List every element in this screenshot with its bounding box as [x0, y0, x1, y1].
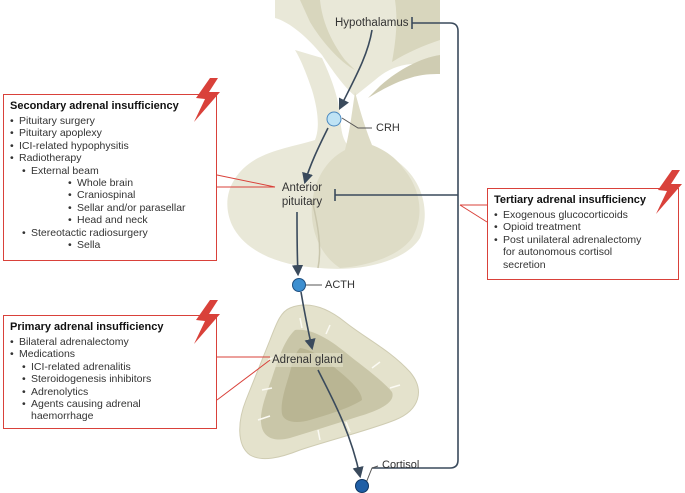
box-connectors: [216, 174, 488, 401]
tertiary-list: Exogenous glucocorticoidsOpioid treatmen…: [494, 209, 672, 271]
list-item: Adrenolytics: [22, 386, 210, 399]
secondary-lightning-icon: [194, 78, 220, 122]
hypothalamus-tissue: [275, 0, 440, 98]
list-item: Craniospinal: [68, 189, 210, 202]
list-item: Head and neck: [68, 214, 210, 227]
list-item: for autonomous cortisol: [503, 246, 613, 259]
list-item: Bilateral adrenalectomy: [10, 336, 210, 349]
primary-list: Bilateral adrenalectomyMedicationsICI-re…: [10, 336, 210, 423]
list-item: Whole brain: [68, 177, 210, 190]
tertiary-lightning-icon: [656, 170, 682, 214]
acth-dot: [292, 278, 306, 292]
feedback-loop: [334, 17, 459, 469]
list-item: ICI-related hypophysitis: [10, 140, 210, 153]
list-item: secretion: [503, 258, 546, 271]
list-item: Agents causing adrenal: [22, 398, 210, 411]
list-item: Sella: [68, 239, 210, 252]
list-item: ICI-related adrenalitis: [22, 361, 210, 374]
adrenal-gland-tissue: [239, 304, 419, 460]
list-item: External beam: [22, 165, 210, 178]
secondary-list: Pituitary surgeryPituitary apoplexyICI-r…: [10, 115, 210, 252]
acth-label: ACTH: [325, 279, 355, 291]
cortisol-dot: [355, 479, 369, 493]
tertiary-insufficiency-box: Tertiary adrenal insufficiency Exogenous…: [487, 188, 679, 280]
hypothalamus-label: Hypothalamus: [335, 17, 409, 29]
list-item: Steroidogenesis inhibitors: [22, 373, 210, 386]
crh-dot: [326, 111, 342, 127]
anterior-pituitary-label: Anterior pituitary: [281, 182, 323, 208]
leader-lines: [305, 117, 379, 484]
crh-label: CRH: [376, 122, 400, 134]
list-item: Exogenous glucocorticoids: [494, 209, 672, 222]
list-item: Post unilateral adrenalectomy: [494, 234, 672, 247]
list-item: Medications: [10, 348, 210, 361]
list-item: Sellar and/or parasellar: [68, 202, 210, 215]
list-item: Pituitary apoplexy: [10, 127, 210, 140]
cascade-arrows: [291, 29, 373, 479]
list-item: haemorrhage: [31, 410, 94, 423]
cortisol-label: Cortisol: [382, 459, 420, 471]
secondary-title: Secondary adrenal insufficiency: [10, 100, 179, 112]
primary-lightning-icon: [194, 300, 220, 344]
list-item: Stereotactic radiosurgery: [22, 227, 210, 240]
list-item: Radiotherapy: [10, 152, 210, 165]
adrenal-gland-label: Adrenal gland: [272, 353, 343, 367]
list-item: Opioid treatment: [494, 221, 672, 234]
primary-insufficiency-box: Primary adrenal insufficiency Bilateral …: [3, 315, 217, 429]
tertiary-title: Tertiary adrenal insufficiency: [494, 194, 647, 206]
pituitary-gland: [227, 50, 425, 269]
primary-title: Primary adrenal insufficiency: [10, 321, 164, 333]
list-item: Pituitary surgery: [10, 115, 210, 128]
secondary-insufficiency-box: Secondary adrenal insufficiency Pituitar…: [3, 94, 217, 261]
